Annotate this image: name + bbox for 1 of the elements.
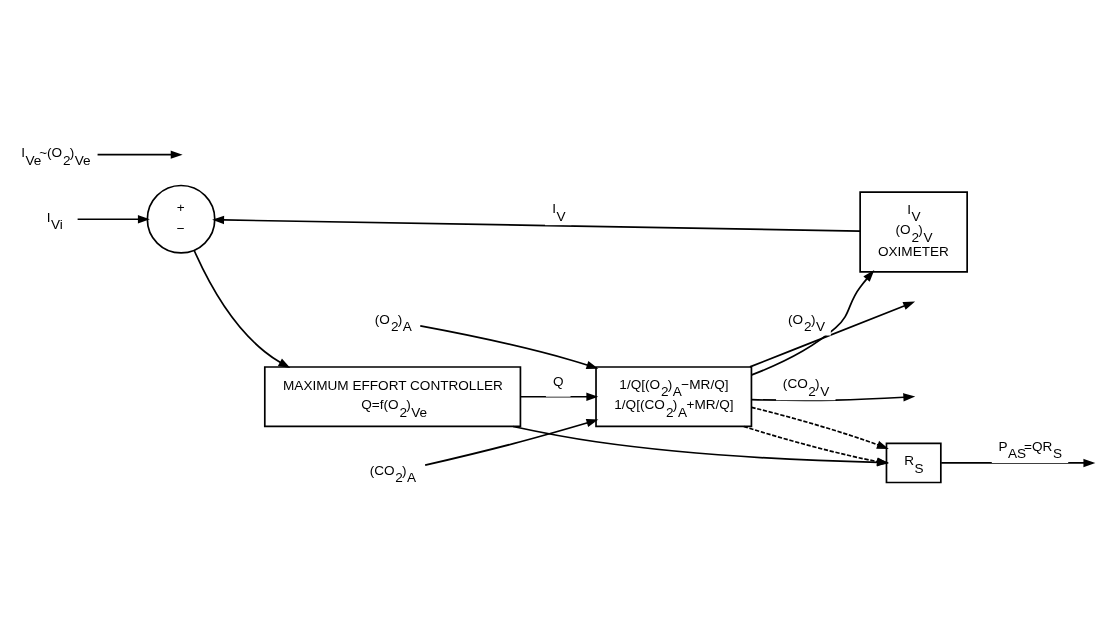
edge-label: Q	[553, 373, 564, 389]
